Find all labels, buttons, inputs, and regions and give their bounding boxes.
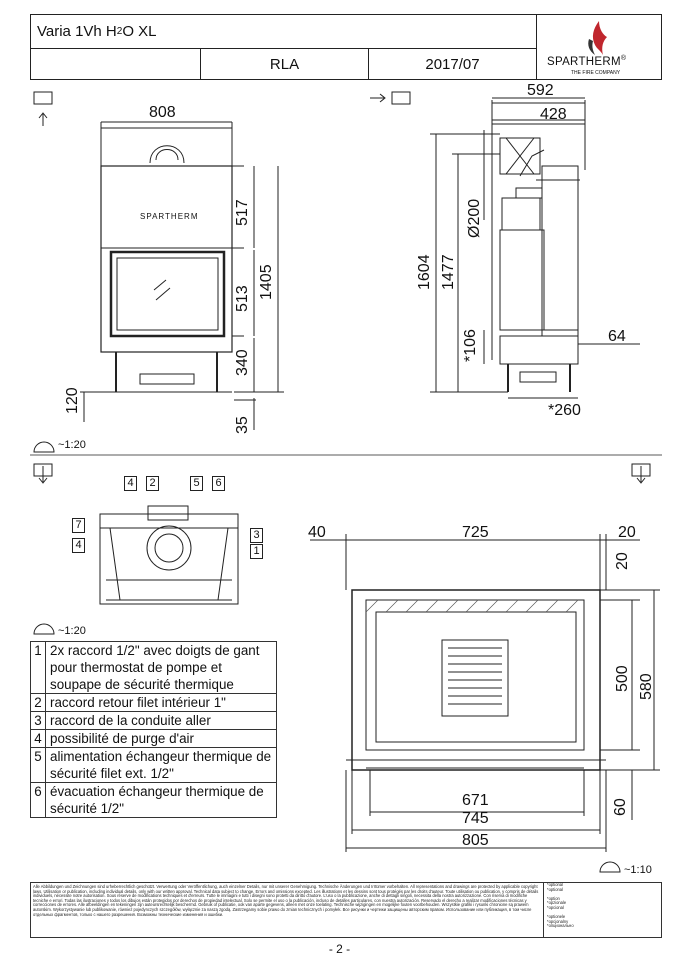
brand-logo: SPARTHERM® THE FIRE COMPANY	[537, 15, 662, 79]
callout-2: 2	[146, 476, 159, 491]
dim-340: 340	[234, 349, 251, 376]
model-prefix: Varia 1Vh H	[37, 23, 117, 40]
date-label: 2017/07	[425, 55, 480, 73]
view-symbol-front	[33, 91, 53, 105]
dim-500: 500	[614, 665, 631, 692]
front-logo-text: SPARTHERM	[140, 212, 199, 221]
dim-1604: 1604	[416, 254, 433, 290]
dim-725: 725	[462, 524, 489, 541]
dim-745: 745	[462, 810, 489, 827]
variant-cell: RLA	[201, 49, 369, 80]
dim-20-side: 20	[614, 552, 631, 570]
scale-label-3: ~1:10	[624, 864, 652, 876]
dim-1477: 1477	[440, 254, 457, 290]
dim-428: 428	[540, 106, 567, 123]
model-suffix: O XL	[122, 23, 157, 40]
callout-5: 5	[190, 476, 203, 491]
dim-808: 808	[149, 104, 176, 121]
options-text: *optional *optional *option *opzionale *…	[543, 882, 574, 937]
callout-1: 1	[250, 544, 263, 559]
view-symbol-side	[391, 91, 411, 105]
variant-label: RLA	[269, 55, 300, 73]
dim-260: *260	[548, 402, 581, 419]
dim-20-top: 20	[618, 524, 636, 541]
dim-592: 592	[527, 82, 554, 99]
flame-icon	[588, 21, 607, 55]
callout-4-side: 4	[72, 538, 85, 553]
brand-tagline: THE FIRE COMPANY	[571, 70, 621, 76]
dim-513: 513	[234, 285, 251, 312]
top-view-drawing	[99, 505, 239, 605]
scale-label-1: ~1:20	[58, 439, 86, 451]
dim-517: 517	[234, 199, 251, 226]
front-view-drawing	[100, 122, 244, 393]
callout-4-top: 4	[124, 476, 137, 491]
callout-7: 7	[72, 518, 85, 533]
dim-106: *106	[462, 329, 479, 362]
dim-dia200: Ø200	[466, 198, 483, 238]
dim-671: 671	[462, 792, 489, 809]
callout-6: 6	[212, 476, 225, 491]
disclaimer-text: Alle Abbildungen und Zeichnungen sind ur…	[33, 884, 539, 917]
dim-805: 805	[462, 832, 489, 849]
scale-label-2: ~1:20	[58, 625, 86, 637]
blank-cell	[31, 49, 201, 80]
brand-name: SPARTHERM®	[547, 55, 627, 68]
dim-60: 60	[612, 798, 629, 816]
model-subscript: 2	[116, 26, 123, 37]
callout-3: 3	[250, 528, 263, 543]
dim-120: 120	[64, 387, 81, 414]
dim-1405: 1405	[258, 264, 275, 300]
page-number: - 2 -	[328, 942, 351, 956]
date-cell: 2017/07	[369, 49, 537, 80]
dim-580: 580	[638, 673, 655, 700]
plan-view-drawing	[346, 589, 606, 771]
dim-35: 35	[234, 416, 251, 434]
footer-disclaimer: Alle Abbildungen und Zeichnungen sind ur…	[30, 882, 662, 938]
side-view-drawing	[491, 100, 586, 392]
dim-64: 64	[608, 328, 626, 345]
dim-40: 40	[308, 524, 326, 541]
